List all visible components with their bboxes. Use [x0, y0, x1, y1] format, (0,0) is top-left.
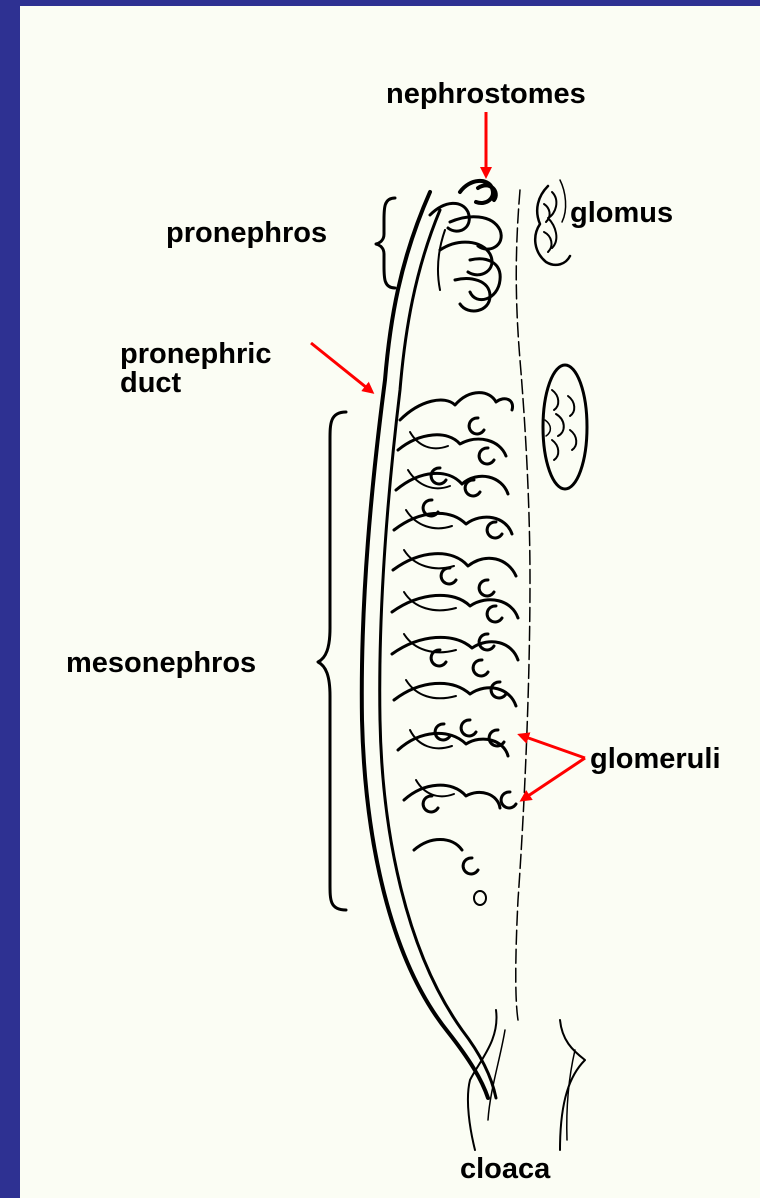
label-pronephros: pronephros — [166, 217, 327, 249]
pronephros-brace — [376, 198, 395, 288]
pronephric-duct-arrow — [311, 343, 372, 392]
label-glomus: glomus — [570, 197, 673, 229]
mesonephros-brace — [318, 412, 346, 910]
glomus-structure — [535, 180, 570, 265]
label-duct: duct — [120, 367, 182, 399]
mesonephros-tubules — [392, 393, 518, 905]
pronephros-tubules — [430, 181, 501, 311]
label-glomeruli: glomeruli — [590, 743, 721, 775]
glomeruli-arrows — [520, 735, 585, 800]
label-pronephric: pronephric — [120, 338, 271, 370]
label-nephrostomes: nephrostomes — [386, 78, 586, 110]
glomus-oval — [543, 365, 587, 489]
label-mesonephros: mesonephros — [66, 647, 256, 679]
label-cloaca: cloaca — [460, 1153, 551, 1185]
